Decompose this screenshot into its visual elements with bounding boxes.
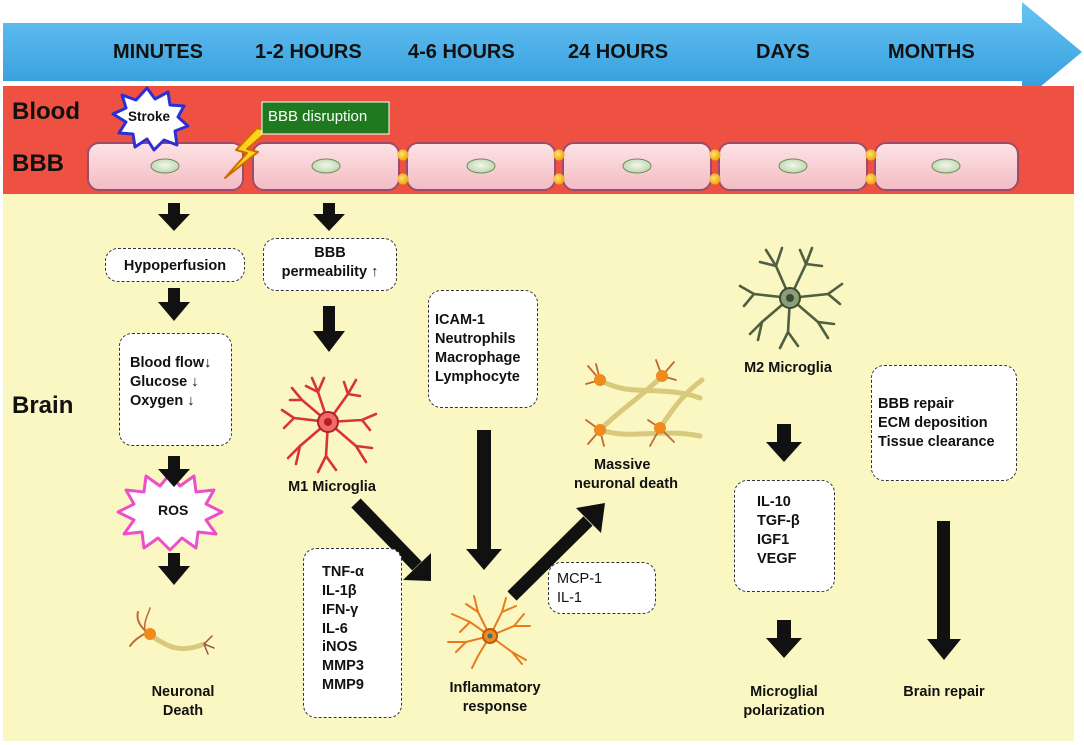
- m2-microglia-text: M2 Microglia: [744, 360, 832, 376]
- m1-cytokine: IFN-γ: [322, 601, 359, 618]
- bbb-disruption-label: BBB disruption: [268, 108, 368, 125]
- chemokine: MCP-1: [557, 571, 603, 587]
- inflammatory-response-line: Inflammatory: [449, 680, 541, 696]
- hypoperfusion-box: Hypoperfusion: [105, 248, 245, 282]
- inflammatory-response-label: Inflammatory response: [430, 679, 560, 717]
- bbb-permeability-line: permeability ↑: [281, 263, 379, 280]
- ros-label: ROS: [158, 502, 189, 518]
- diagonal-arrows: [351, 498, 605, 601]
- timeline-arrow: [3, 2, 1082, 102]
- timeline-stage-days: DAYS: [756, 41, 810, 63]
- neuron-cluster-icon: [585, 359, 705, 447]
- chemokine: IL-1: [557, 589, 582, 606]
- m2-cytokine: VEGF: [757, 550, 797, 567]
- blood-label: Blood: [12, 98, 80, 125]
- microglial-polarization-line: polarization: [743, 702, 825, 719]
- stroke-burst-icon: [111, 86, 190, 152]
- m1-cytokine: IL-6: [322, 620, 348, 637]
- timeline-stage-months: MONTHS: [888, 41, 975, 63]
- recruited-cells-line: Macrophage: [435, 349, 521, 366]
- bbb-disruption-badge: [261, 101, 390, 135]
- brain-label: Brain: [12, 392, 74, 419]
- repair-process: BBB repair: [878, 396, 954, 412]
- timeline-stage-24-hours: 24 HOURS: [568, 41, 669, 63]
- recruited-cells-box: ICAM-1 Neutrophils Macrophage Lymphocyte: [428, 290, 538, 408]
- microglial-polarization-label: Microglial polarization: [724, 683, 844, 721]
- neuronal-death-label: Neuronal Death: [128, 683, 238, 721]
- m2-cytokines-box: IL-10 TGF-β IGF1 VEGF: [734, 480, 835, 592]
- blood-changes-line: Oxygen ↓: [130, 392, 195, 409]
- recruited-cells-line: ICAM-1: [435, 312, 485, 328]
- massive-death-line: Massive: [594, 457, 651, 473]
- m1-cytokine: iNOS: [322, 639, 358, 656]
- m2-microglia-icon: [738, 246, 844, 350]
- recruited-cells-line: Lymphocyte: [435, 368, 520, 385]
- m1-cytokine: MMP9: [322, 677, 364, 694]
- ros-burst-icon: [116, 472, 224, 552]
- massive-death-line: neuronal death: [574, 475, 678, 492]
- stroke-label: Stroke: [128, 109, 171, 124]
- m2-cytokine: TGF-β: [757, 512, 800, 529]
- chemokines-box: MCP-1 IL-1: [548, 562, 656, 614]
- m2-microglia-label: M2 Microglia: [728, 359, 848, 378]
- repair-processes-box: BBB repair ECM deposition Tissue clearan…: [871, 365, 1017, 481]
- m1-cytokine: TNF-α: [322, 564, 364, 580]
- bbb-permeability-line: BBB: [314, 245, 346, 261]
- recruited-cells-line: Neutrophils: [435, 330, 516, 347]
- brain-repair-label: Brain repair: [884, 683, 1004, 702]
- timeline-stage-minutes: MINUTES: [113, 41, 203, 63]
- m1-cytokines-box: TNF-α IL-1β IFN-γ IL-6 iNOS MMP3 MMP9: [303, 548, 402, 718]
- m1-cytokine: MMP3: [322, 658, 364, 675]
- inflammatory-response-line: response: [462, 698, 528, 715]
- m1-microglia-icon: [280, 376, 378, 474]
- m2-cytokine: IL-10: [757, 494, 791, 510]
- m1-microglia-text: M1 Microglia: [288, 479, 376, 495]
- microglial-polarization-line: Microglial: [750, 684, 818, 700]
- m1-microglia-label: M1 Microglia: [272, 478, 392, 497]
- timeline-stage-1-2-hours: 1-2 HOURS: [255, 41, 362, 63]
- bbb-cell-layer: [87, 142, 1019, 191]
- tight-junctions: [397, 149, 877, 185]
- repair-process: ECM deposition: [878, 414, 988, 431]
- bbb-label: BBB: [12, 150, 64, 177]
- blood-changes-line: Glucose ↓: [130, 373, 199, 390]
- repair-process: Tissue clearance: [878, 433, 995, 450]
- timeline-stage-4-6-hours: 4-6 HOURS: [408, 41, 515, 63]
- massive-death-label: Massive neuronal death: [574, 456, 724, 494]
- hypoperfusion-text: Hypoperfusion: [123, 258, 227, 274]
- m1-cytokine: IL-1β: [322, 582, 357, 599]
- blood-changes-line: Blood flow↓: [130, 355, 212, 371]
- bbb-permeability-box: BBB permeability ↑: [263, 238, 397, 291]
- blood-changes-box: Blood flow↓ Glucose ↓ Oxygen ↓: [119, 333, 232, 446]
- neuronal-death-line: Death: [162, 702, 204, 719]
- flow-arrows: [158, 203, 961, 660]
- m2-cytokine: IGF1: [757, 531, 790, 548]
- inflammatory-neuron-icon: [447, 595, 531, 669]
- brain-repair-text: Brain repair: [903, 684, 985, 700]
- neuron-icon: [129, 607, 215, 655]
- neuronal-death-line: Neuronal: [151, 684, 215, 700]
